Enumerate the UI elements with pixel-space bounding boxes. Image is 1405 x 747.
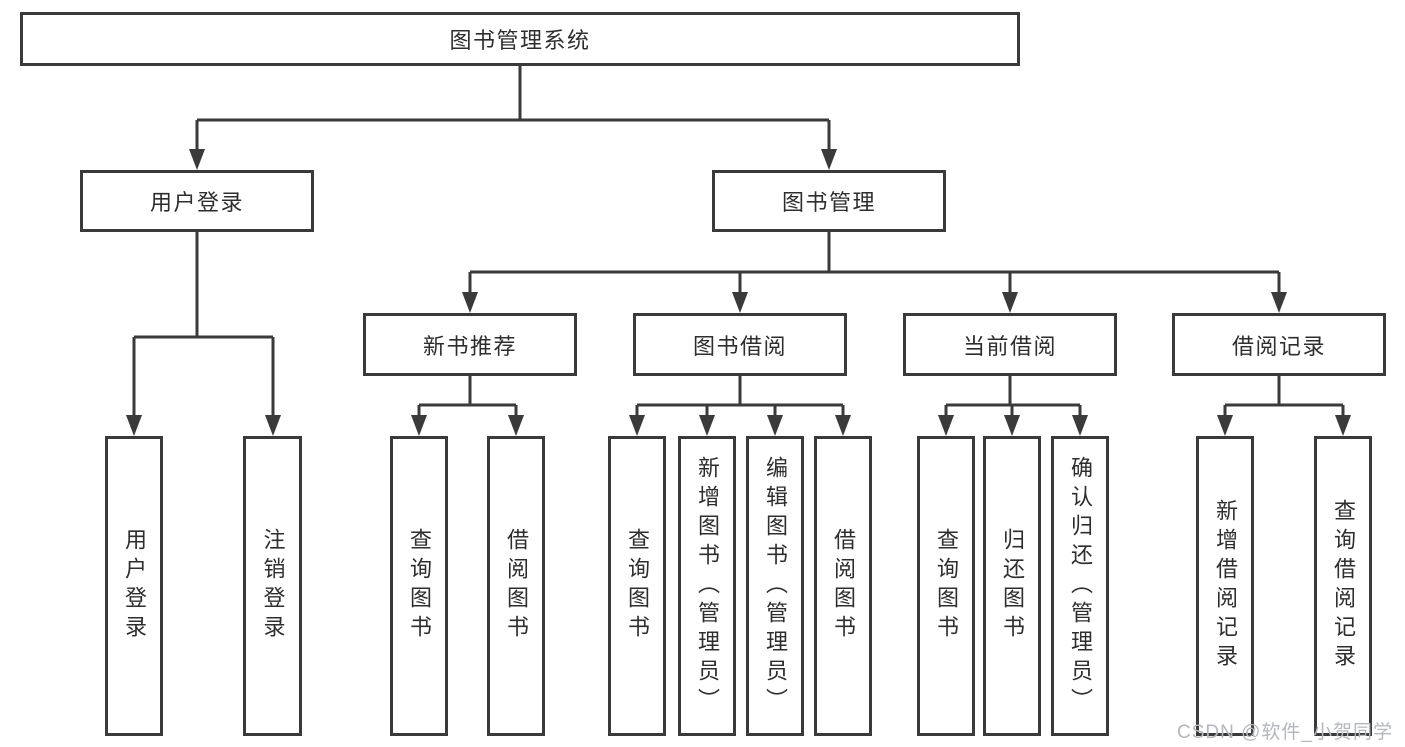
connector-bookmgmt-to-level2: [462, 232, 1287, 313]
leaf-current-query-book-label: 查询图书: [934, 528, 959, 644]
leaf-return-book: 归还图书: [983, 436, 1041, 736]
connector-borrowrecord-to-leaves: [1217, 376, 1351, 436]
node-user-login-label: 用户登录: [149, 190, 244, 215]
leaf-borrow-query-book: 查询图书: [608, 436, 666, 736]
node-current-borrow-label: 当前借阅: [962, 333, 1057, 359]
node-book-management-label: 图书管理: [781, 190, 876, 215]
leaf-logout: 注销登录: [243, 436, 302, 736]
connector-root-to-level1: [189, 66, 837, 170]
leaf-recommend-borrow-book: 借阅图书: [487, 436, 545, 736]
leaf-add-borrow-record-label: 新增借阅记录: [1213, 499, 1238, 673]
node-book-management: 图书管理: [712, 170, 946, 232]
leaf-user-login-label: 用户登录: [122, 528, 147, 644]
leaf-user-login: 用户登录: [105, 436, 163, 736]
node-current-borrow: 当前借阅: [903, 313, 1117, 376]
node-root-label: 图书管理系统: [449, 28, 591, 53]
leaf-add-book-admin-label: 新增图书（管理员）: [695, 455, 720, 717]
leaf-add-book-admin: 新增图书（管理员）: [678, 436, 736, 736]
csdn-watermark: CSDN @软件_小贺同学: [1177, 722, 1393, 743]
connector-bookborrow-to-leaves: [629, 376, 851, 436]
connector-userlogin-to-leaves: [126, 232, 281, 436]
leaf-logout-label: 注销登录: [260, 528, 286, 644]
node-book-borrow-label: 图书借阅: [692, 333, 787, 359]
leaf-recommend-query-book: 查询图书: [390, 436, 448, 736]
node-new-book-recommend: 新书推荐: [363, 313, 577, 376]
leaf-borrow-query-book-label: 查询图书: [625, 528, 650, 644]
leaf-recommend-borrow-book-label: 借阅图书: [504, 528, 529, 644]
leaf-recommend-query-book-label: 查询图书: [407, 528, 432, 644]
leaf-borrow-book-label: 借阅图书: [831, 528, 856, 644]
connector-newbook-to-leaves: [411, 376, 524, 436]
connector-currentborrow-to-leaves: [938, 376, 1088, 436]
node-book-borrow: 图书借阅: [633, 313, 847, 376]
leaf-current-query-book: 查询图书: [917, 436, 975, 736]
leaf-add-borrow-record: 新增借阅记录: [1196, 436, 1254, 736]
leaf-edit-book-admin-label: 编辑图书（管理员）: [763, 455, 788, 717]
leaf-confirm-return-admin-label: 确认归还（管理员）: [1068, 455, 1093, 717]
node-new-book-recommend-label: 新书推荐: [422, 333, 517, 359]
leaf-borrow-book: 借阅图书: [814, 436, 872, 736]
leaf-query-borrow-record: 查询借阅记录: [1314, 436, 1372, 736]
leaf-query-borrow-record-label: 查询借阅记录: [1331, 499, 1356, 673]
leaf-return-book-label: 归还图书: [1000, 528, 1025, 644]
leaf-edit-book-admin: 编辑图书（管理员）: [746, 436, 804, 736]
node-borrow-record-label: 借阅记录: [1231, 333, 1326, 359]
node-root: 图书管理系统: [20, 12, 1020, 66]
leaf-confirm-return-admin: 确认归还（管理员）: [1051, 436, 1109, 736]
node-user-login: 用户登录: [80, 170, 314, 232]
node-borrow-record: 借阅记录: [1172, 313, 1386, 376]
